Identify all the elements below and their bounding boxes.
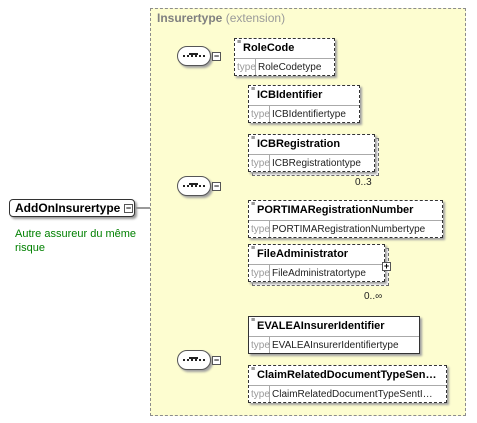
element-name: ClaimRelatedDocumentTypeSen… bbox=[257, 369, 437, 381]
type-label: type bbox=[251, 389, 270, 400]
element-icon: ≡ bbox=[251, 366, 256, 373]
type-label: type bbox=[237, 62, 256, 73]
root-element-name: AddOnInsurertype bbox=[15, 201, 121, 215]
type-label: type bbox=[251, 340, 270, 351]
root-documentation: Autre assureur du même risque bbox=[15, 228, 137, 254]
element-evaleainsureridentifier[interactable]: ≡ EVALEAInsurerIdentifier type EVALEAIns… bbox=[248, 316, 420, 354]
root-element-box[interactable] bbox=[9, 199, 135, 217]
element-name: FileAdministrator bbox=[257, 248, 349, 260]
element-name: ICBRegistration bbox=[257, 138, 341, 150]
collapse-icon[interactable]: − bbox=[124, 203, 133, 213]
element-type: RoleCodetype bbox=[258, 62, 322, 73]
element-icon: ≡ bbox=[251, 245, 256, 252]
extension-title: Insurertype (extension) bbox=[157, 11, 285, 25]
element-icon: ≡ bbox=[251, 201, 256, 208]
element-type: ClaimRelatedDocumentTypeSentI… bbox=[272, 389, 433, 400]
sequence-icon bbox=[177, 350, 211, 370]
extension-type-name: Insurertype bbox=[157, 11, 223, 25]
element-icon: ≡ bbox=[237, 39, 242, 46]
element-fileadministrator[interactable]: ≡ FileAdministrator type FileAdministrat… bbox=[248, 244, 385, 282]
element-type: ICBRegistrationtype bbox=[272, 158, 361, 169]
element-rolecode[interactable]: ≡ RoleCode type RoleCodetype bbox=[234, 38, 335, 76]
element-icon: ≡ bbox=[251, 86, 256, 93]
element-portimaregistrationnumber[interactable]: ≡ PORTIMARegistrationNumber type PORTIMA… bbox=[248, 200, 443, 238]
type-label: type bbox=[251, 109, 270, 120]
extension-kind-label: (extension) bbox=[225, 11, 286, 25]
expand-icon[interactable]: + bbox=[382, 261, 391, 271]
type-label: type bbox=[251, 158, 270, 169]
collapse-icon[interactable]: − bbox=[212, 181, 221, 191]
element-claimrelateddocumenttypesent[interactable]: ≡ ClaimRelatedDocumentTypeSen… type Clai… bbox=[248, 365, 447, 403]
type-label: type bbox=[251, 268, 270, 279]
occurrence-label: 0..3 bbox=[355, 177, 372, 188]
sequence-icon bbox=[177, 176, 211, 196]
element-name: EVALEAInsurerIdentifier bbox=[257, 320, 385, 332]
element-icbidentifier[interactable]: ≡ ICBIdentifier type ICBIdentifiertype bbox=[248, 85, 360, 123]
element-icon: ≡ bbox=[251, 135, 256, 142]
collapse-icon[interactable]: − bbox=[212, 51, 221, 61]
element-type: ICBIdentifiertype bbox=[272, 109, 346, 120]
element-icbregistration[interactable]: ≡ ICBRegistration type ICBRegistrationty… bbox=[248, 134, 375, 172]
occurrence-label: 0..∞ bbox=[364, 291, 383, 302]
collapse-icon[interactable]: − bbox=[212, 355, 221, 365]
element-name: ICBIdentifier bbox=[257, 89, 323, 101]
element-type: EVALEAInsurerIdentifiertype bbox=[272, 340, 399, 351]
element-type: PORTIMARegistrationNumbertype bbox=[272, 224, 426, 235]
element-name: PORTIMARegistrationNumber bbox=[257, 204, 414, 216]
element-icon: ≡ bbox=[251, 317, 256, 324]
element-name: RoleCode bbox=[243, 42, 295, 54]
element-type: FileAdministratortype bbox=[272, 268, 366, 279]
sequence-icon bbox=[177, 46, 211, 66]
type-label: type bbox=[251, 224, 270, 235]
